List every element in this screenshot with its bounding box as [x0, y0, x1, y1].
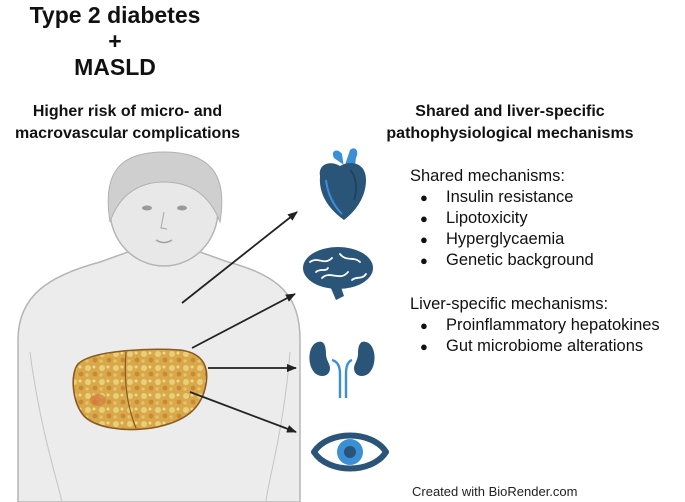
human-body-figure: [17, 151, 301, 502]
arrow-to-eye: [189, 391, 297, 433]
list-item: Lipotoxicity: [410, 208, 680, 229]
kidney-icon: [309, 341, 375, 398]
liver-specific-mechanisms-label: Liver-specific mechanisms:: [410, 295, 609, 313]
shared-mechanisms-label: Shared mechanisms:: [410, 167, 565, 185]
liver-illustration: [72, 348, 208, 431]
liver-specific-mechanisms: Liver-specific mechanisms: Proinflammato…: [410, 294, 682, 357]
title-line-2: MASLD: [74, 54, 156, 80]
eye-icon: [311, 432, 389, 472]
right-heading-line-2: pathophysiological mechanisms: [386, 125, 634, 142]
heart-icon: [319, 148, 366, 220]
liver-specific-mechanisms-list: Proinflammatory hepatokines Gut microbio…: [410, 315, 682, 357]
arrow-to-heart: [181, 211, 298, 304]
brain-icon: [303, 247, 373, 300]
left-heading-line-2: macrovascular complications: [15, 125, 240, 142]
title-plus: +: [108, 28, 122, 54]
list-item: Proinflammatory hepatokines: [410, 315, 682, 336]
arrow-to-brain: [191, 293, 296, 349]
list-item: Insulin resistance: [410, 187, 680, 208]
shared-mechanisms-list: Insulin resistance Lipotoxicity Hypergly…: [410, 187, 680, 271]
list-item: Gut microbiome alterations: [410, 336, 682, 357]
biorender-credit: Created with BioRender.com: [412, 484, 578, 499]
list-item: Hyperglycaemia: [410, 229, 680, 250]
right-heading-line-1: Shared and liver-specific: [415, 103, 605, 120]
left-heading: Higher risk of micro- and macrovascular …: [0, 101, 255, 145]
shared-mechanisms: Shared mechanisms: Insulin resistance Li…: [410, 166, 680, 271]
title-line-1: Type 2 diabetes: [29, 2, 201, 28]
left-heading-line-1: Higher risk of micro- and: [32, 103, 223, 120]
right-heading: Shared and liver-specific pathophysiolog…: [360, 101, 660, 145]
list-item: Genetic background: [410, 250, 680, 271]
